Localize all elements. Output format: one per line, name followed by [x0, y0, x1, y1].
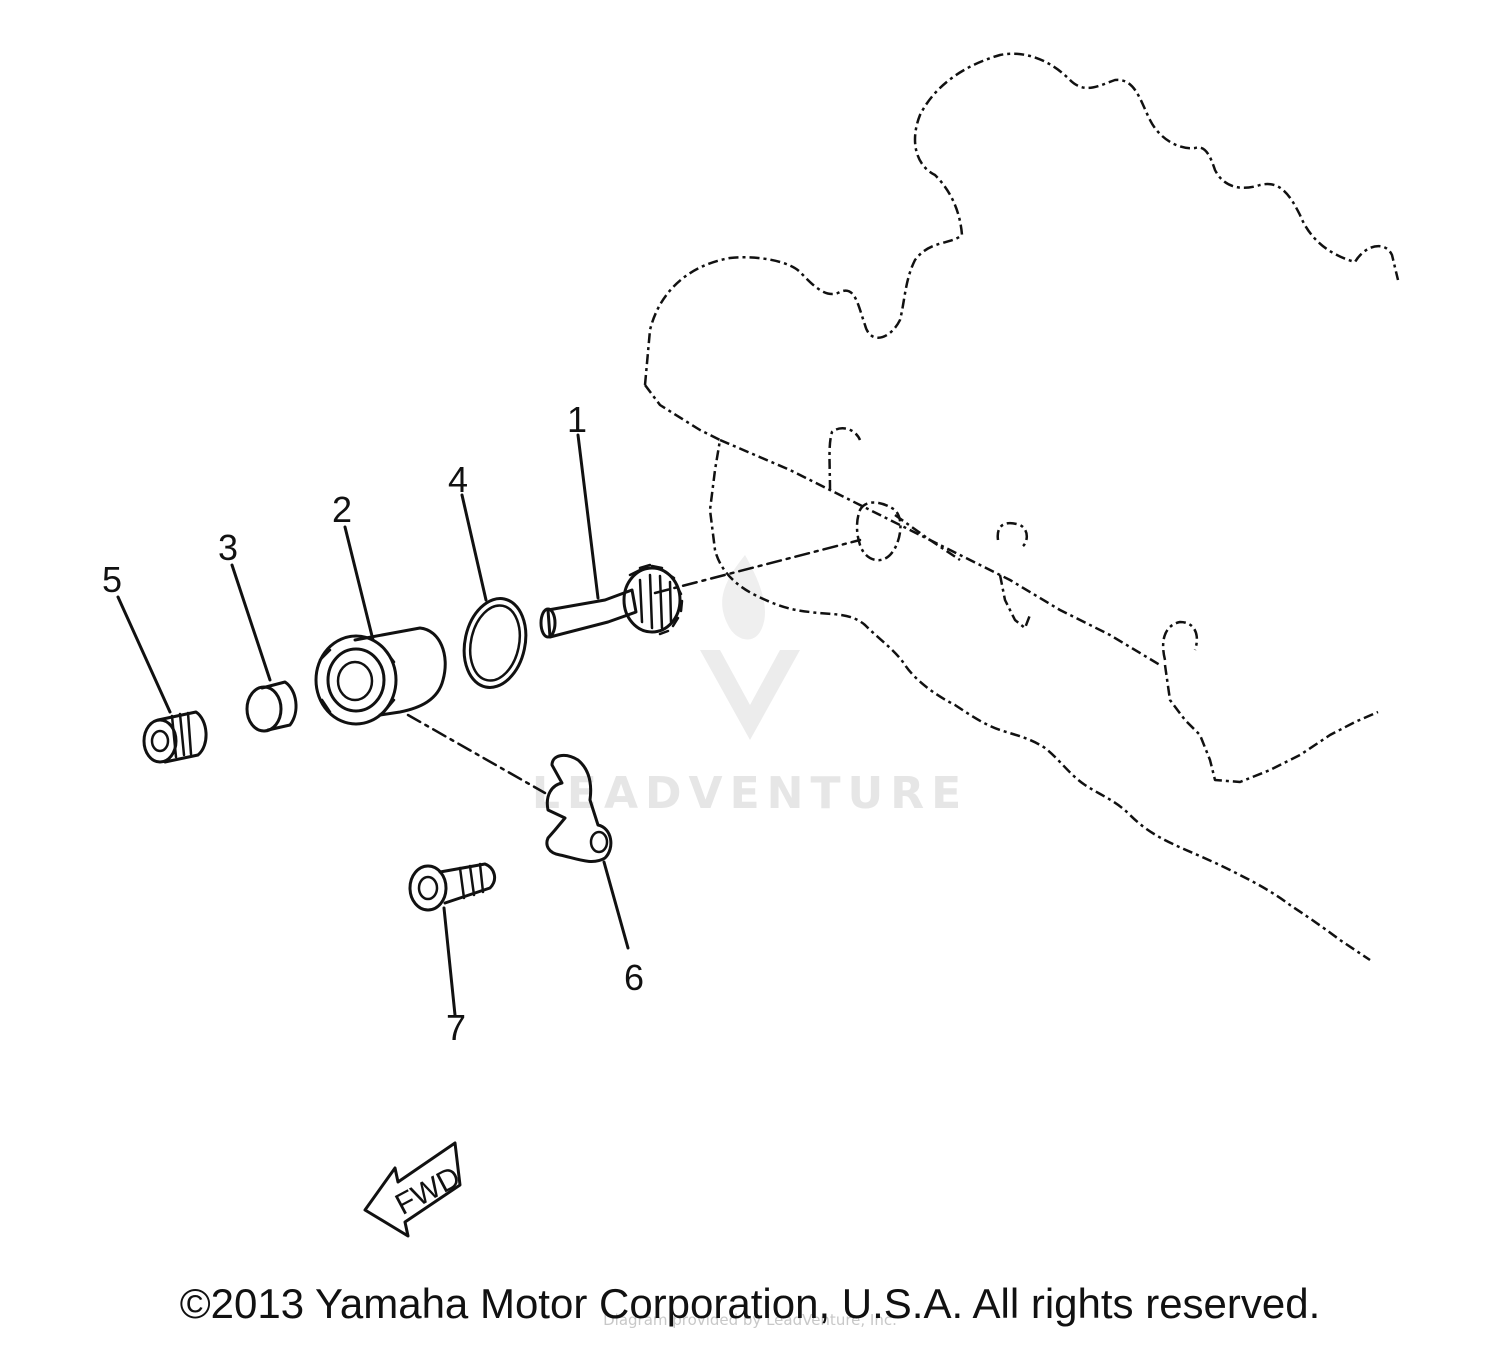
bushing-housing-part	[314, 525, 447, 726]
callout-4: 4	[448, 459, 468, 500]
shift-lever-part	[545, 753, 630, 950]
gear-shaft-part	[539, 433, 684, 639]
o-ring-part	[460, 493, 528, 689]
threaded-plug-part	[116, 595, 208, 764]
bolt-part	[408, 862, 497, 1017]
callout-2: 2	[332, 489, 352, 530]
callout-6: 6	[624, 957, 644, 998]
watermark-credit: Diagram provided by LeadVenture, Inc.	[603, 1311, 897, 1329]
callout-3: 3	[218, 527, 238, 568]
callout-5: 5	[102, 559, 122, 600]
watermark-brand: LEADVENTURE	[532, 768, 968, 819]
fwd-label: FWD	[390, 1160, 466, 1221]
shaft-centerline	[653, 538, 862, 595]
copyright-notice: ©2013 Yamaha Motor Corporation, U.S.A. A…	[179, 1280, 1321, 1327]
shift-lever-centerline	[406, 713, 547, 795]
callout-7: 7	[446, 1007, 466, 1048]
engine-housing-outline	[643, 52, 1400, 962]
forward-arrow: FWD	[363, 1141, 466, 1238]
watermark-logo: LEADVENTURE Diagram provided by LeadVent…	[532, 555, 968, 1329]
sleeve-part	[230, 563, 298, 733]
callout-1: 1	[567, 399, 587, 440]
